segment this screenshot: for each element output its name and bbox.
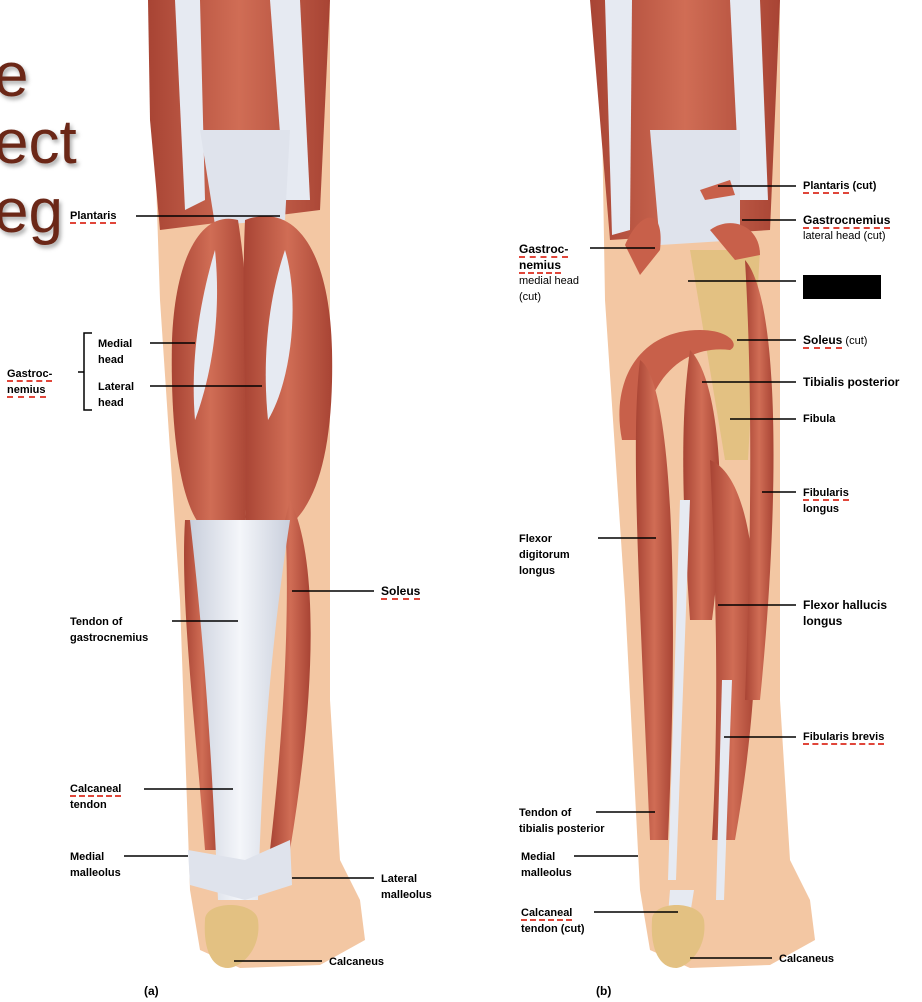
- label-soleus: Soleus: [381, 584, 421, 600]
- panel-b-leg: [590, 0, 815, 968]
- label-fibula: Fibula: [803, 413, 836, 425]
- title-fragment-2: ect: [0, 108, 77, 177]
- panel-a-tag: (a): [144, 984, 159, 998]
- redacted-label-box: [803, 275, 881, 299]
- panel-b-gastroc-medial-cut: [625, 217, 661, 275]
- panel-a-thigh-tendon-r: [270, 0, 310, 200]
- panel-b-bone: [690, 250, 760, 460]
- panel-a-leg: [148, 0, 365, 968]
- label-gastrocnemius-lateral-cut: Gastrocnemius lateral head (cut): [803, 213, 891, 242]
- title-fragment-1: e: [0, 41, 29, 110]
- panel-b-tibialis-posterior: [683, 350, 721, 620]
- panel-a-medial-aponeurosis: [193, 250, 218, 420]
- panel-a-soleus-medial: [184, 520, 220, 850]
- panel-b-calcaneus: [651, 905, 705, 968]
- label-tibialis-posterior: Tibialis posterior: [803, 375, 900, 389]
- label-gastrocnemius-group: Gastroc- nemius: [7, 368, 53, 398]
- panel-a-calcaneus: [204, 905, 259, 968]
- panel-b-fibularis: [745, 260, 774, 700]
- label-plantaris-cut: Plantaris (cut): [803, 180, 877, 194]
- panel-b-plantaris-cut: [700, 180, 735, 200]
- panel-b-tag: (b): [596, 984, 612, 998]
- label-fibularis-brevis: Fibularis brevis: [803, 731, 885, 745]
- panel-a-retinaculum: [188, 840, 292, 900]
- panel-a-medial-head: [171, 218, 250, 526]
- panel-a-lateral-head: [243, 216, 333, 526]
- panel-b-thigh-tendon-l: [605, 0, 632, 235]
- panel-a-popliteal: [200, 130, 290, 225]
- label-soleus-cut: Soleus (cut): [803, 333, 868, 349]
- panel-a-soleus: [270, 500, 311, 850]
- label-calcaneus-a: Calcaneus: [329, 956, 385, 968]
- label-gastrocnemius-medial-cut: Gastroc- nemius medial head (cut): [519, 242, 579, 303]
- label-calcaneus-b: Calcaneus: [779, 953, 835, 965]
- title-fragment-3: eg: [0, 177, 63, 246]
- panel-a-calcaneal-tendon: [190, 520, 290, 900]
- panel-a-lateral-aponeurosis: [265, 250, 293, 420]
- panel-b-gastroc-lateral-cut: [710, 223, 760, 260]
- panel-b-flexor-digitorum: [635, 360, 673, 840]
- panel-a-thigh-tendon-l: [175, 0, 205, 210]
- panel-b-tendon-2: [716, 680, 732, 900]
- label-plantaris: Plantaris: [70, 210, 117, 224]
- gastroc-bracket: [78, 332, 92, 411]
- panel-b-soleus-cut: [619, 330, 734, 440]
- leader-lines: [78, 185, 796, 962]
- panel-b-popliteal: [650, 130, 740, 245]
- panel-b-tendon-1: [668, 500, 690, 880]
